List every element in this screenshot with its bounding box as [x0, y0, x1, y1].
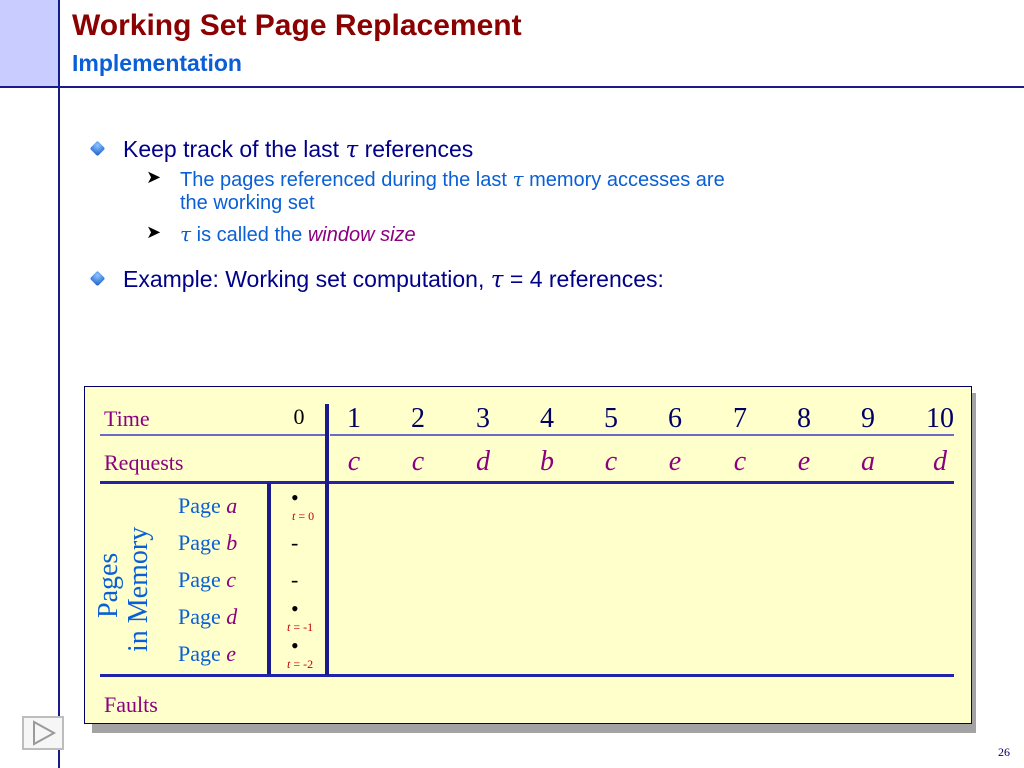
faults-label: Faults — [104, 692, 158, 717]
bullet-text: Keep track of the last τ references — [123, 136, 474, 163]
time-column-header: 10 — [926, 403, 954, 434]
time-column-header: 1 — [347, 403, 361, 434]
sub-bullet-window-size: ➤ τ is called the window size — [146, 222, 416, 247]
sub-bullet-text: The pages referenced during the last τ m… — [180, 167, 725, 214]
time-annotation: t = 0 — [292, 509, 315, 523]
request-cell: d — [476, 446, 490, 477]
memory-mark: • — [291, 596, 299, 621]
memory-mark: • — [291, 485, 299, 510]
page-row-label: Page d — [178, 604, 238, 629]
page-title: Working Set Page Replacement — [72, 9, 522, 42]
time-column-header: 8 — [797, 403, 811, 434]
page-row-label: Page a — [178, 493, 238, 518]
diamond-bullet-icon — [89, 270, 106, 287]
time-annotation: t = -2 — [287, 657, 314, 671]
pages-in-memory-label: Pages in Memory — [93, 526, 154, 652]
pages-row-divider — [100, 674, 954, 677]
sub-bullet-pages-referenced: ➤ The pages referenced during the last τ… — [146, 167, 725, 215]
working-set-table — [84, 386, 972, 724]
page-subtitle: Implementation — [72, 50, 242, 76]
time-column-header: 7 — [733, 403, 747, 434]
corner-decoration — [0, 0, 60, 88]
request-cell: c — [411, 446, 425, 477]
arrowhead-icon: ➤ — [146, 167, 162, 187]
bullet-example: Example: Working set computation, τ = 4 … — [89, 266, 664, 293]
page-column-divider — [267, 483, 271, 674]
column-divider — [325, 404, 329, 675]
side-divider — [58, 88, 60, 768]
time-column-header: 4 — [540, 403, 554, 434]
time-annotation: t = -1 — [287, 620, 314, 634]
bullet-keep-track: Keep track of the last τ references — [89, 136, 474, 163]
time-label: Time — [104, 406, 150, 431]
time-column-header: 9 — [861, 403, 875, 434]
request-cell: c — [347, 446, 361, 477]
diamond-bullet-icon — [89, 140, 106, 157]
request-cell: c — [604, 446, 618, 477]
time-column-header: 5 — [604, 403, 618, 434]
requests-label: Requests — [104, 450, 184, 475]
time-column-header: 2 — [411, 403, 425, 434]
play-icon[interactable] — [22, 716, 64, 750]
page-row-label: Page c — [178, 567, 237, 592]
slide-number: 26 — [998, 745, 1010, 759]
time-row-divider — [330, 434, 954, 436]
arrowhead-icon: ➤ — [146, 222, 162, 242]
page-row-label: Page b — [178, 530, 238, 555]
memory-mark: - — [291, 567, 299, 592]
request-cell: e — [668, 446, 682, 477]
request-cell: b — [540, 446, 554, 477]
request-cell: e — [797, 446, 811, 477]
request-cell: a — [861, 446, 875, 477]
memory-mark: - — [291, 530, 299, 555]
header-divider — [60, 86, 1024, 88]
sub-bullet-text: τ is called the window size — [180, 222, 416, 246]
request-cell: c — [733, 446, 747, 477]
memory-mark: • — [291, 633, 299, 658]
request-cell: d — [933, 446, 947, 477]
time-zero: 0 — [293, 404, 305, 429]
requests-row-divider — [100, 481, 954, 484]
bullet-text: Example: Working set computation, τ = 4 … — [123, 266, 664, 293]
page-row-label: Page e — [178, 641, 237, 666]
time-row-divider — [100, 434, 328, 436]
time-column-header: 6 — [668, 403, 682, 434]
time-column-header: 3 — [476, 403, 490, 434]
